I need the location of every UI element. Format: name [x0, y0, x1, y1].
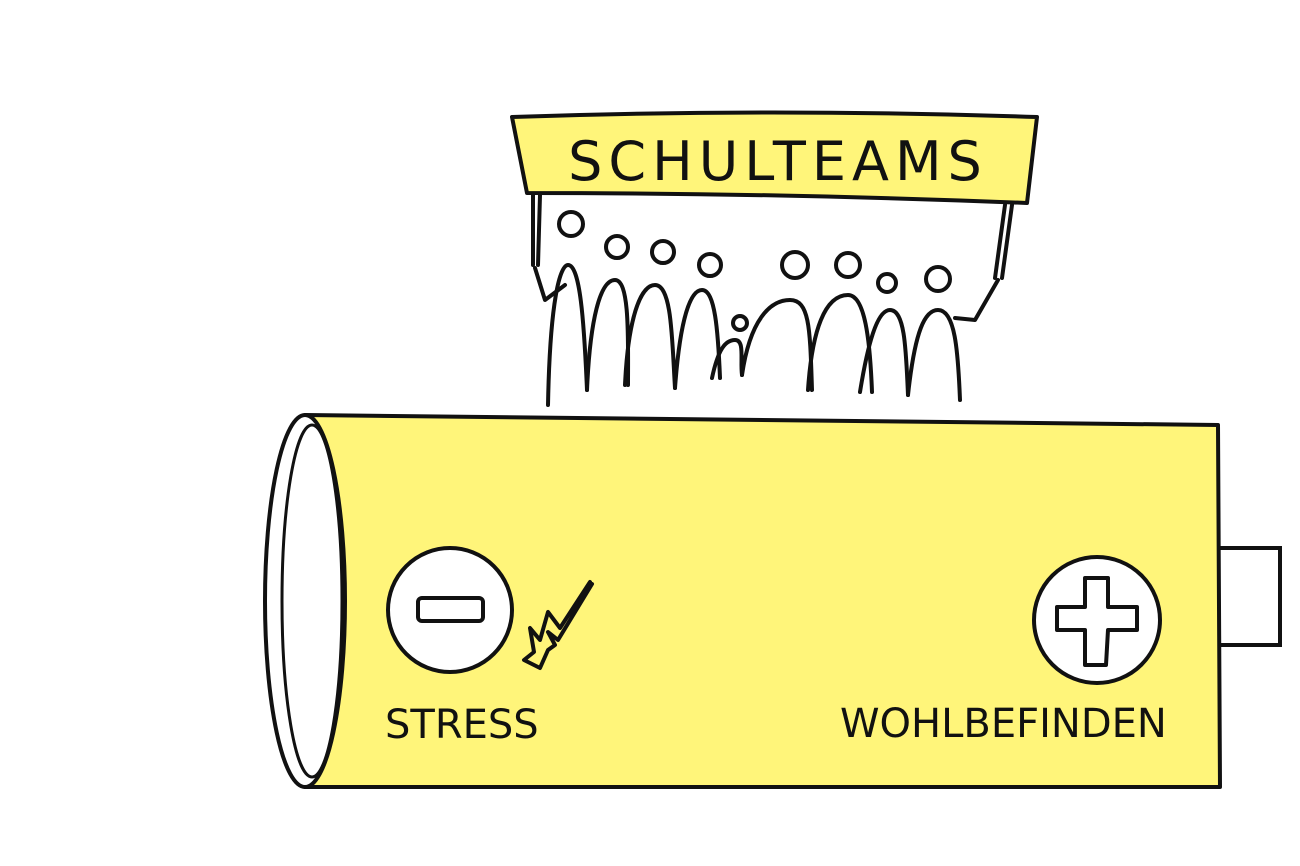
people-group-icon	[531, 193, 1014, 407]
lightning-arrow-icon	[522, 580, 594, 670]
stress-label: STRESS	[385, 702, 539, 748]
battery-terminal	[1216, 546, 1282, 647]
battery: STRESS WOHLBEFINDEN	[263, 413, 1282, 789]
plus-icon	[1032, 555, 1162, 685]
minus-icon	[386, 546, 514, 674]
banner: SCHULTEAMS	[510, 110, 1039, 205]
banner-title: SCHULTEAMS	[568, 130, 988, 193]
wohlbefinden-label: WOHLBEFINDEN	[840, 701, 1167, 747]
